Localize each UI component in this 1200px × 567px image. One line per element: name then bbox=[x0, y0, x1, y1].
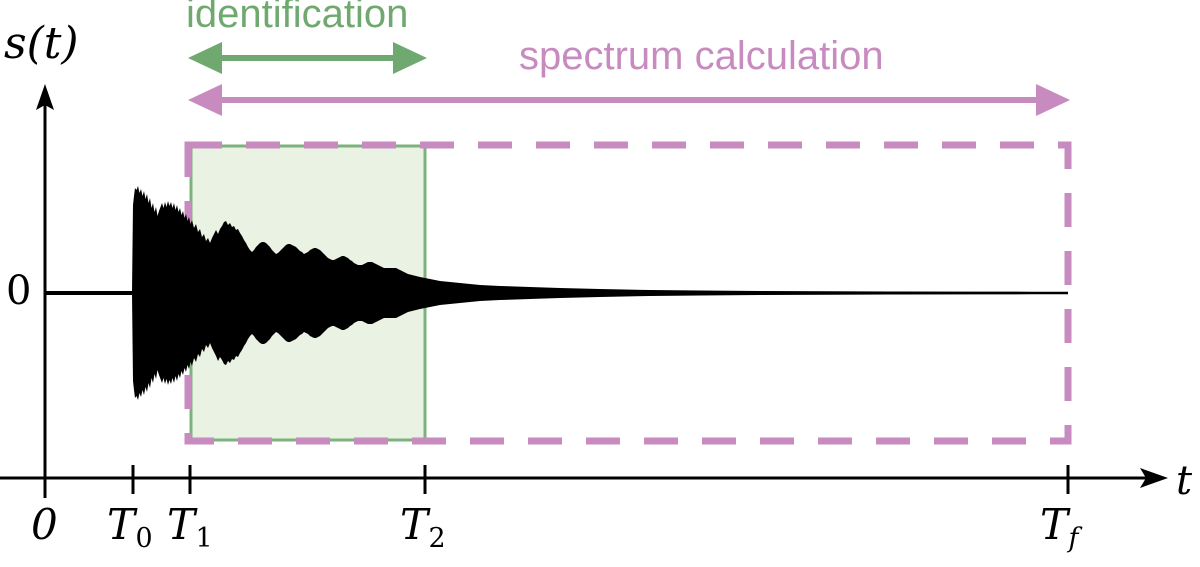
x-axis-label: t bbox=[1176, 458, 1193, 504]
x-axis bbox=[0, 468, 1168, 488]
tick-label-Tf: Tf bbox=[1040, 500, 1079, 555]
tick-label-T0: T0 bbox=[107, 500, 153, 555]
y-axis-zero-label: 0 bbox=[6, 268, 32, 314]
y-axis-label: s(t) bbox=[4, 18, 79, 69]
tick-label-0: 0 bbox=[31, 500, 58, 549]
spectrum-calculation-arrow bbox=[188, 84, 1070, 116]
identification-arrow bbox=[188, 42, 427, 74]
signal-trace bbox=[45, 186, 1068, 400]
x-axis-ticks bbox=[43, 458, 1070, 498]
tick-label-T1: T1 bbox=[167, 500, 213, 555]
identification-annotation-label: identification bbox=[186, 0, 409, 36]
tick-label-T2: T2 bbox=[400, 500, 446, 555]
spectrum-calculation-annotation-label: spectrum calculation bbox=[519, 34, 884, 78]
y-axis bbox=[36, 84, 54, 481]
signal-envelope bbox=[132, 186, 1068, 400]
